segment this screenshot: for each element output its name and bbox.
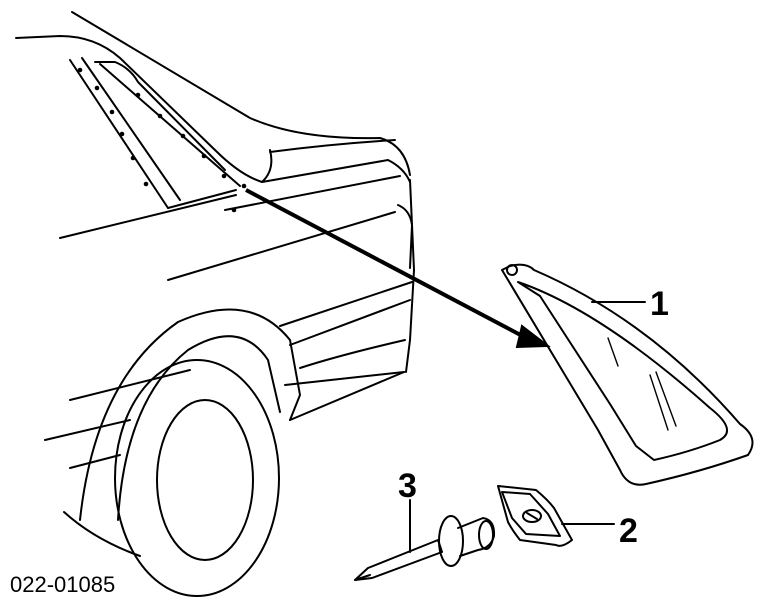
clip-plate-part [497, 485, 573, 547]
callout-leaders [409, 301, 646, 553]
car-rear-quarter [15, 11, 415, 597]
reference-code: 022-01085 [10, 572, 115, 597]
callout-2-label: 2 [619, 512, 638, 550]
callout-1-label: 1 [650, 285, 669, 323]
rivet-pin-part [354, 515, 496, 581]
quarter-glass-part [501, 263, 754, 486]
frame-rivets [77, 67, 247, 213]
callout-3-label: 3 [398, 467, 417, 505]
direction-arrow [245, 188, 551, 349]
